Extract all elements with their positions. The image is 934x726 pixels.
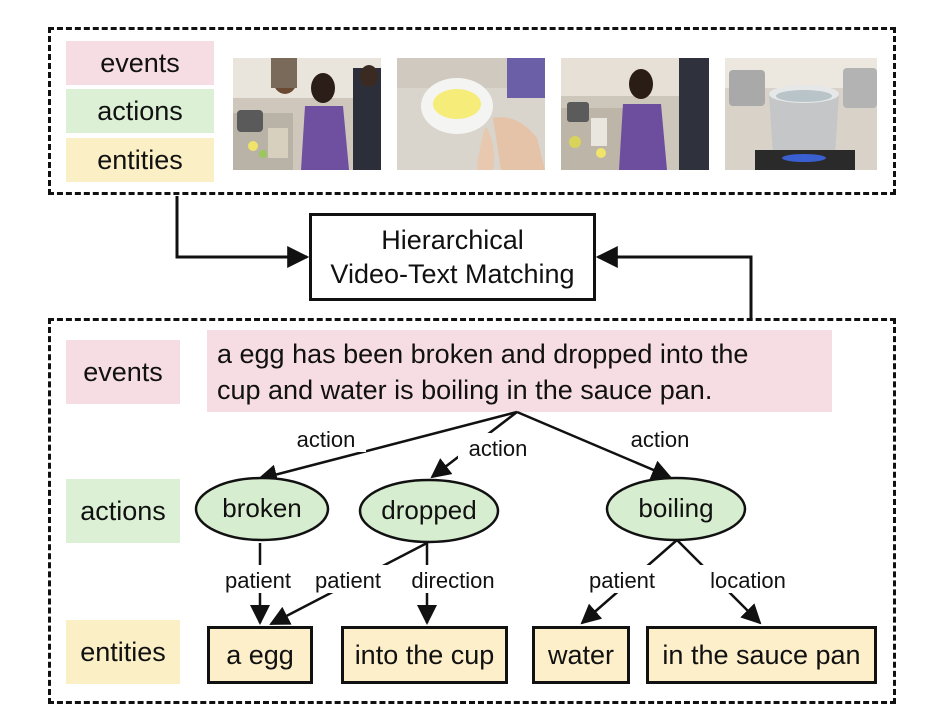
edge-label-action-mid: action: [469, 436, 528, 461]
action-node-broken: broken: [194, 476, 330, 542]
edge-label-location: location: [710, 568, 786, 593]
matching-box-line1: Hierarchical: [381, 225, 524, 255]
edge-label-action-left: action: [297, 427, 356, 452]
edge-label-action-right: action: [631, 427, 690, 452]
video-panel: [48, 27, 896, 195]
event-sentence-line2: cup and water is boiling in the sauce pa…: [217, 375, 713, 405]
action-node-dropped: dropped: [358, 478, 500, 544]
matching-box-line2: Video-Text Matching: [330, 259, 575, 289]
legend-actions: actions: [66, 89, 214, 133]
video-frame-1: [233, 58, 381, 170]
edge-event-boiling: [516, 410, 672, 480]
cup-closeup-image: [397, 58, 545, 170]
action-node-dropped-label: dropped: [381, 495, 476, 525]
edge-labels: action action action patient patient dir…: [216, 424, 796, 593]
entity-box-pan: in the sauce pan: [646, 626, 877, 684]
video-frame-2: [397, 58, 545, 170]
row-label-events: events: [66, 340, 180, 404]
edge-label-patient-dropped: patient: [315, 568, 381, 593]
entity-box-egg: a egg: [207, 626, 313, 684]
edge-label-patient-boiling: patient: [589, 568, 655, 593]
legend-events: events: [66, 41, 214, 85]
edge-label-patient-broken: patient: [225, 568, 291, 593]
event-sentence: a egg has been broken and dropped into t…: [207, 330, 832, 412]
row-label-entities: entities: [66, 620, 180, 684]
kitchen-scene-image: [233, 58, 381, 170]
boiling-pot-image: [725, 58, 877, 170]
hierarchical-matching-box: Hierarchical Video-Text Matching: [309, 213, 596, 301]
text-graph-panel: [48, 318, 896, 704]
row-label-actions: actions: [66, 479, 180, 543]
video-frame-3: [561, 58, 709, 170]
event-sentence-line1: a egg has been broken and dropped into t…: [217, 339, 749, 369]
video-frame-4: [725, 58, 877, 170]
entity-box-cup: into the cup: [341, 626, 508, 684]
edge-event-broken: [257, 410, 518, 485]
entity-box-water: water: [532, 626, 630, 684]
action-node-boiling-label: boiling: [638, 493, 713, 523]
edge-label-direction: direction: [411, 568, 494, 593]
action-node-broken-label: broken: [222, 493, 302, 523]
action-node-boiling: boiling: [605, 476, 747, 542]
legend-entities: entities: [66, 138, 214, 182]
kitchen-scene-image-2: [561, 58, 709, 170]
